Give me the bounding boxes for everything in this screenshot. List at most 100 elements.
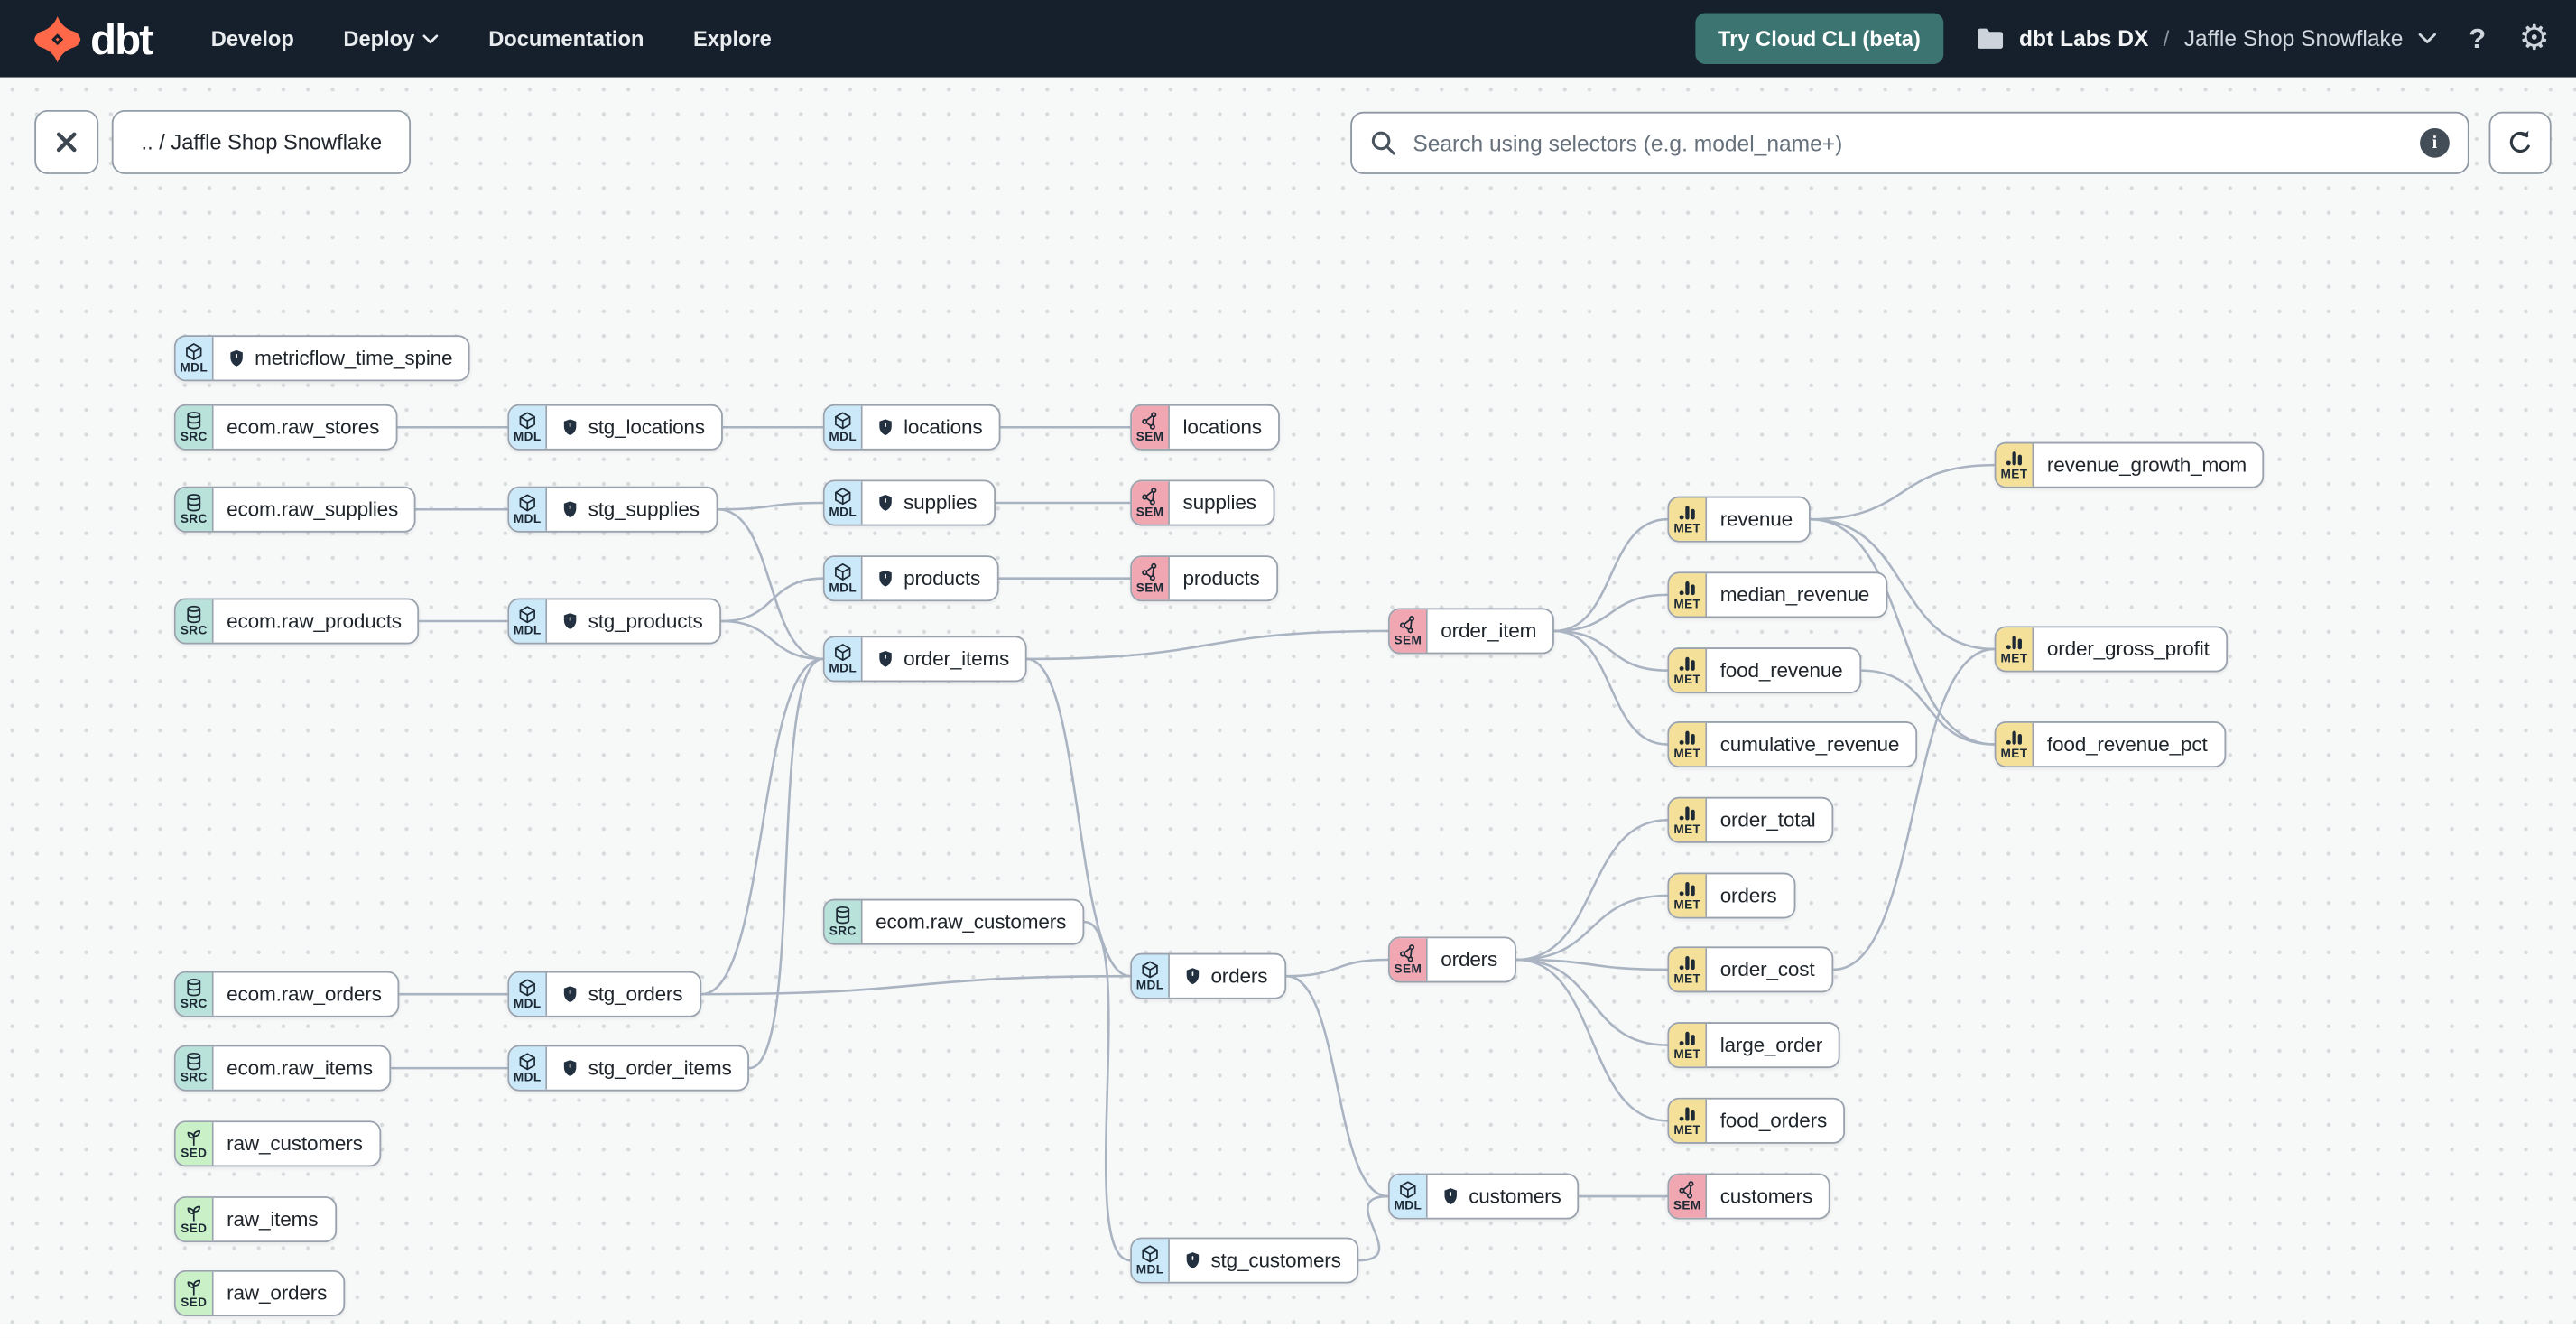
nav-item-deploy[interactable]: Deploy — [343, 26, 439, 51]
node-mdl_metricflow_time_spine[interactable]: MDL metricflow_time_spine — [173, 335, 471, 382]
node-type-badge: MDL — [1132, 954, 1170, 998]
node-label: order_items — [903, 647, 1010, 671]
node-label: food_orders — [1719, 1109, 1828, 1133]
node-type-label: MET — [1673, 746, 1701, 761]
network-icon — [1399, 615, 1415, 634]
close-lineage-button[interactable] — [34, 109, 99, 174]
node-type-label: MET — [2000, 650, 2028, 665]
nav-item-explore[interactable]: Explore — [693, 26, 772, 51]
info-icon[interactable]: i — [2420, 127, 2450, 158]
help-icon[interactable]: ? — [2469, 23, 2487, 55]
node-label: ecom.raw_supplies — [227, 497, 399, 521]
node-body: stg_supplies — [547, 488, 716, 531]
node-label: orders — [1719, 884, 1777, 907]
shield-icon — [563, 1060, 577, 1077]
lineage-canvas[interactable] — [0, 77, 2576, 1326]
lineage-breadcrumb[interactable]: .. / Jaffle Shop Snowflake — [111, 109, 412, 174]
brand-name: dbt — [90, 14, 153, 64]
search-input[interactable] — [1409, 128, 2421, 157]
node-label: metricflow_time_spine — [255, 347, 453, 370]
node-body: ecom.raw_items — [214, 1046, 389, 1089]
dbt-logo[interactable]: dbt — [32, 14, 153, 64]
chevron-down-icon — [423, 33, 439, 43]
refresh-button[interactable] — [2488, 111, 2552, 174]
cube-icon — [1400, 1181, 1416, 1198]
node-type-label: MDL — [829, 428, 857, 444]
node-label: products — [1182, 566, 1260, 590]
node-type-label: SEM — [1394, 632, 1422, 647]
node-met_order_gross_profit[interactable]: MET order_gross_profit — [1994, 626, 2228, 673]
edge-met_revenue--met_order_gross_profit — [1810, 517, 1995, 651]
node-body: products — [863, 557, 997, 599]
project-breadcrumb[interactable]: dbt Labs DX / Jaffle Shop Snowflake — [1977, 26, 2436, 51]
node-type-badge: SEM — [1132, 481, 1170, 525]
node-type-badge: SEM — [1389, 609, 1428, 653]
node-type-label: MDL — [1394, 1197, 1422, 1213]
nav-item-documentation[interactable]: Documentation — [488, 26, 644, 51]
node-type-badge: MDL — [509, 405, 548, 449]
node-label: supplies — [903, 491, 978, 515]
node-label: revenue — [1719, 507, 1793, 531]
node-type-label: MET — [1673, 971, 1701, 986]
nav-item-develop[interactable]: Develop — [211, 26, 294, 51]
node-body: order_gross_profit — [2034, 627, 2226, 670]
node-type-label: SEM — [1135, 504, 1164, 519]
node-type-badge: MET — [1669, 573, 1708, 617]
shield-icon — [1186, 1252, 1200, 1268]
node-type-label: MDL — [513, 995, 542, 1011]
try-cloud-cli-button[interactable]: Try Cloud CLI (beta) — [1694, 13, 1944, 64]
bar-chart-icon — [2006, 635, 2022, 650]
folder-icon — [1978, 28, 2004, 49]
node-type-label: SED — [181, 1221, 208, 1236]
shield-icon — [563, 986, 577, 1003]
node-body: median_revenue — [1707, 573, 1886, 616]
node-type-label: SRC — [829, 923, 857, 939]
node-label: raw_orders — [227, 1281, 328, 1305]
cube-icon — [186, 342, 202, 360]
node-body: orders — [1428, 938, 1515, 980]
node-type-label: SED — [181, 1145, 208, 1160]
node-type-badge: MDL — [175, 337, 214, 380]
settings-gear-icon[interactable]: ⚙ — [2518, 18, 2550, 58]
edge-sem_orders--met_orders — [1515, 894, 1668, 962]
node-label: large_order — [1719, 1033, 1823, 1057]
